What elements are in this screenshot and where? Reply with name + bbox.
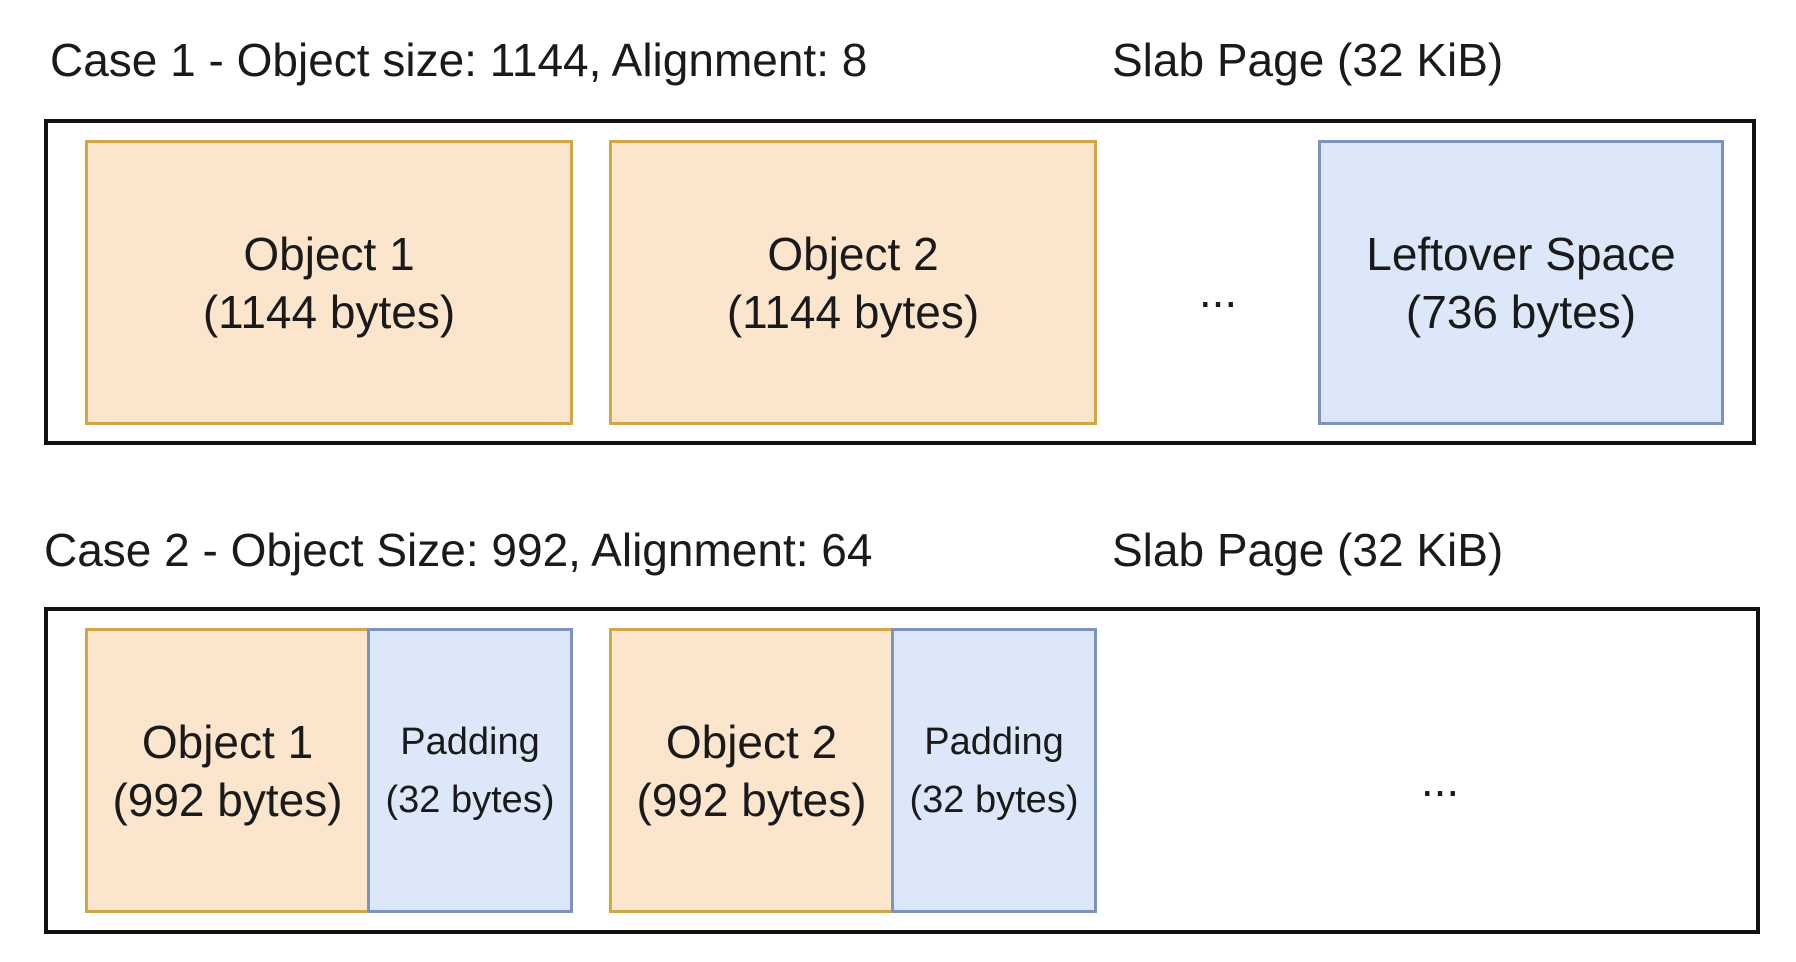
case1-leftover-space: Leftover Space (736 bytes): [1318, 140, 1724, 425]
object-name: Object 2: [767, 227, 939, 280]
case2-title: Case 2 - Object Size: 992, Alignment: 64: [44, 524, 873, 576]
case1-object-1: Object 1 (1144 bytes): [85, 140, 573, 425]
padding-name: Padding: [924, 720, 1064, 763]
padding-size: (32 bytes): [385, 778, 555, 821]
object-size: (1144 bytes): [202, 285, 456, 338]
object-name: Object 1: [141, 715, 314, 768]
case2-object-2: Object 2 (992 bytes): [609, 628, 894, 913]
case2-padding-1: Padding (32 bytes): [367, 628, 573, 913]
padding-size: (32 bytes): [909, 778, 1079, 821]
case2-page-label: Slab Page (32 KiB): [1112, 524, 1504, 576]
object-size: (1144 bytes): [726, 285, 980, 338]
case1-page-label: Slab Page (32 KiB): [1112, 34, 1504, 86]
case2-object-1: Object 1 (992 bytes): [85, 628, 370, 913]
object-name: Object 1: [243, 227, 415, 280]
leftover-size: (736 bytes): [1405, 285, 1637, 338]
leftover-name: Leftover Space: [1366, 227, 1676, 280]
object-size: (992 bytes): [636, 773, 867, 826]
object-size: (992 bytes): [112, 773, 343, 826]
case2-padding-2: Padding (32 bytes): [891, 628, 1097, 913]
case1-ellipsis: ...: [1198, 265, 1238, 317]
object-name: Object 2: [665, 715, 838, 768]
padding-name: Padding: [400, 720, 540, 763]
case1-object-2: Object 2 (1144 bytes): [609, 140, 1097, 425]
case1-title: Case 1 - Object size: 1144, Alignment: 8: [50, 34, 868, 86]
case2-ellipsis: ...: [1420, 754, 1460, 806]
